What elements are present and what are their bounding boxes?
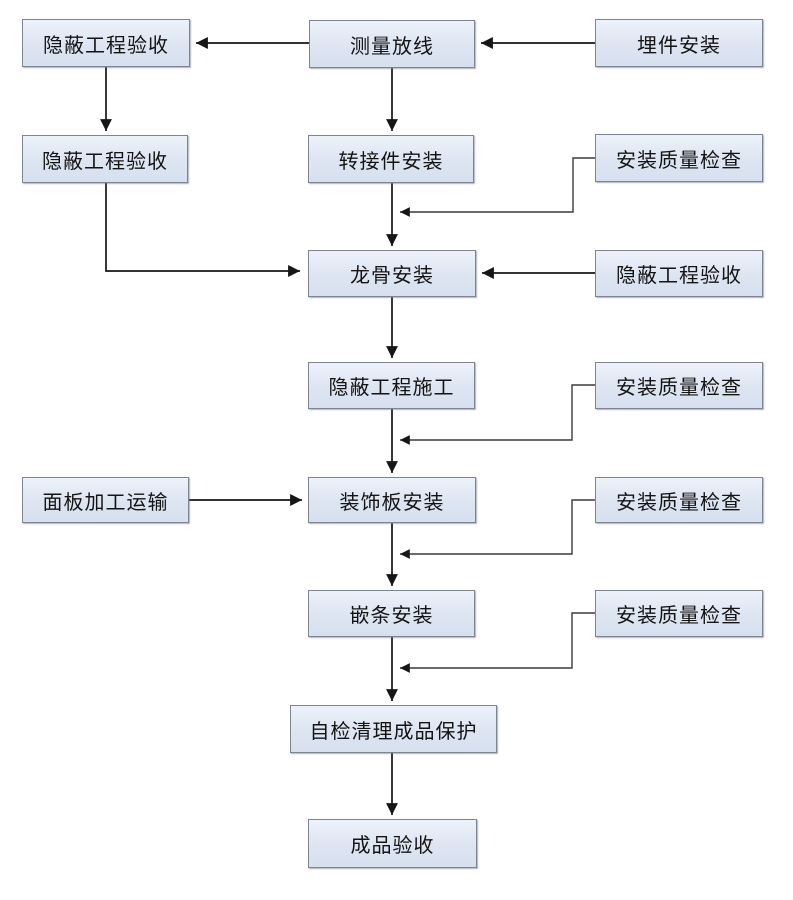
node-inlay-strip-installation: 嵌条安装 xyxy=(308,590,475,637)
node-self-check-cleanup-protection: 自检清理成品保护 xyxy=(290,705,497,753)
connector-quality-check-2 xyxy=(400,384,595,445)
node-hidden-works-construction: 隐蔽工程施工 xyxy=(308,362,475,409)
node-keel-installation: 龙骨安装 xyxy=(308,250,476,297)
node-measurement-setting-out: 测量放线 xyxy=(309,20,475,68)
connector-quality-check-3 xyxy=(400,499,595,559)
connector-quality-check-1 xyxy=(400,157,595,217)
arrow-acceptance-to-keel xyxy=(105,183,300,277)
node-finished-product-acceptance: 成品验收 xyxy=(308,819,477,868)
node-installation-quality-check-2: 安装质量检查 xyxy=(595,362,763,409)
node-installation-quality-check-3: 安装质量检查 xyxy=(595,477,763,523)
node-adapter-installation: 转接件安装 xyxy=(308,135,474,183)
node-hidden-works-acceptance-top: 隐蔽工程验收 xyxy=(22,19,190,67)
node-installation-quality-check-1: 安装质量检查 xyxy=(595,134,763,182)
node-installation-quality-check-4: 安装质量检查 xyxy=(595,590,763,637)
connector-quality-check-4 xyxy=(400,612,595,673)
node-panel-processing-transport: 面板加工运输 xyxy=(22,477,189,523)
node-hidden-works-acceptance-2: 隐蔽工程验收 xyxy=(22,135,188,183)
node-decorative-panel-installation: 装饰板安装 xyxy=(308,477,476,523)
node-embedded-parts-installation: 埋件安装 xyxy=(595,19,763,67)
node-hidden-works-acceptance-3: 隐蔽工程验收 xyxy=(595,250,763,297)
